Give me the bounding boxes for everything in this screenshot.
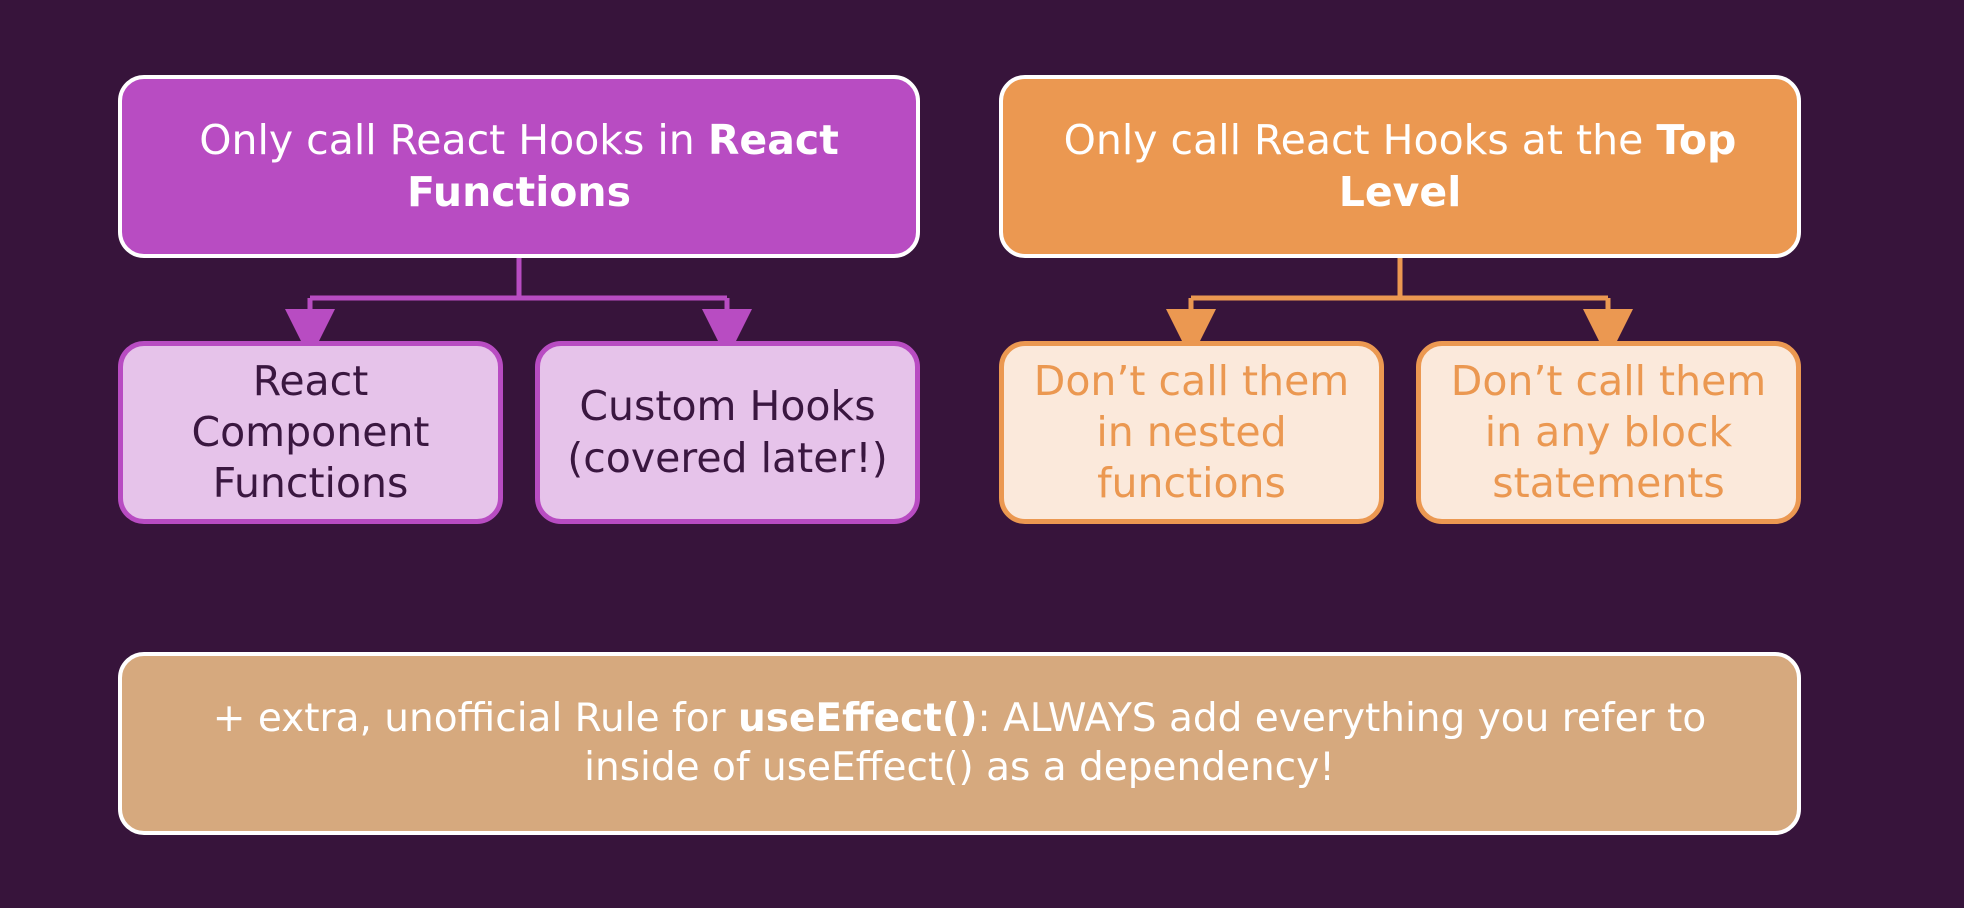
rule-top-level-title: Only call React Hooks at the Top Level (1063, 116, 1737, 216)
child-label: Custom Hooks (covered later!) (567, 382, 888, 482)
extra-rule-text: + extra, unofficial Rule for useEffect()… (212, 695, 1707, 790)
child-label: React Component Functions (191, 356, 430, 508)
child-label: Don’t call them in nested functions (1033, 356, 1350, 508)
child-nested-functions: Don’t call them in nested functions (999, 341, 1384, 524)
child-react-component-functions: React Component Functions (118, 341, 503, 524)
orange-connector (1166, 256, 1633, 359)
extra-rule-note: + extra, unofficial Rule for useEffect()… (118, 652, 1801, 835)
rule-react-functions: Only call React Hooks in React Functions (118, 75, 920, 258)
child-block-statements: Don’t call them in any block statements (1416, 341, 1801, 524)
rule-top-level: Only call React Hooks at the Top Level (999, 75, 1801, 258)
purple-connector (285, 256, 752, 359)
child-label: Don’t call them in any block statements (1450, 356, 1767, 508)
child-custom-hooks: Custom Hooks (covered later!) (535, 341, 920, 524)
rule-react-functions-title: Only call React Hooks in React Functions (199, 116, 839, 216)
